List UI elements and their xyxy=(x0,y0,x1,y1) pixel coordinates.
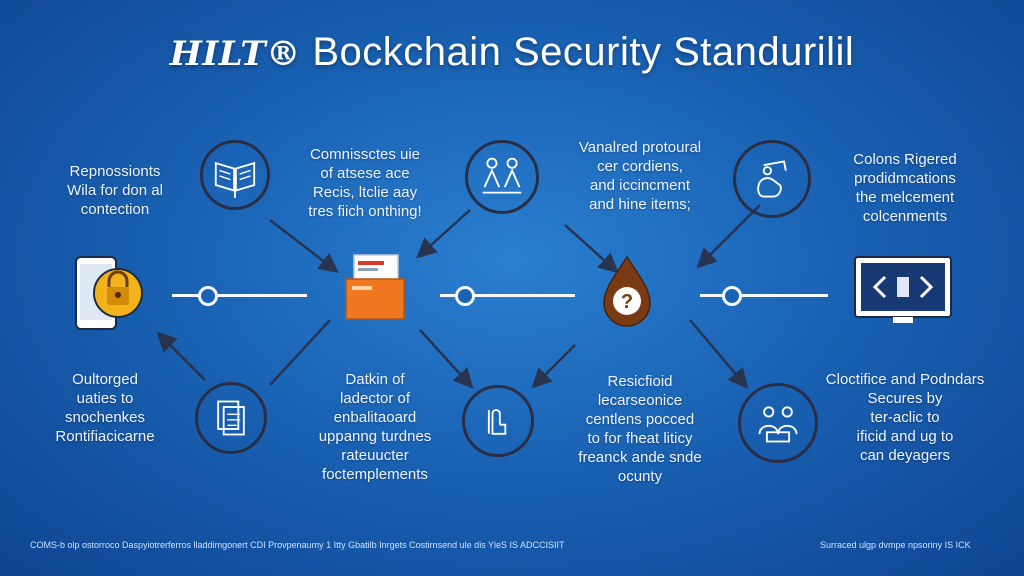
phone-lock-icon xyxy=(70,255,150,335)
footer-right: Surraced ulgp dvmpe npsoriny IS ICK xyxy=(820,540,971,550)
connector-ring-3 xyxy=(722,286,742,306)
title-prefix: HILT® xyxy=(169,34,301,74)
layers-document-icon xyxy=(195,382,267,454)
svg-text:?: ? xyxy=(621,291,633,313)
people-network-icon xyxy=(465,140,539,214)
connector-line-3 xyxy=(700,294,828,297)
connector-line-2 xyxy=(440,294,575,297)
connector-ring-2 xyxy=(455,286,475,306)
connector-line-1 xyxy=(172,294,307,297)
document-folder-icon xyxy=(344,253,406,323)
connector-ring-1 xyxy=(198,286,218,306)
people-group-icon xyxy=(738,383,818,463)
finger-tap-icon xyxy=(462,385,534,457)
code-monitor-icon xyxy=(853,255,953,329)
title-main: Bockchain Security Standurilil xyxy=(312,30,855,74)
footer-left: COMS-b olp ostorroco Daspyiotrerferros l… xyxy=(30,540,565,550)
question-drop-icon: ? xyxy=(600,255,654,327)
page-title: HILT® Bockchain Security Standurilil xyxy=(0,30,1024,75)
book-icon xyxy=(200,140,270,210)
hand-touch-icon xyxy=(733,140,811,218)
